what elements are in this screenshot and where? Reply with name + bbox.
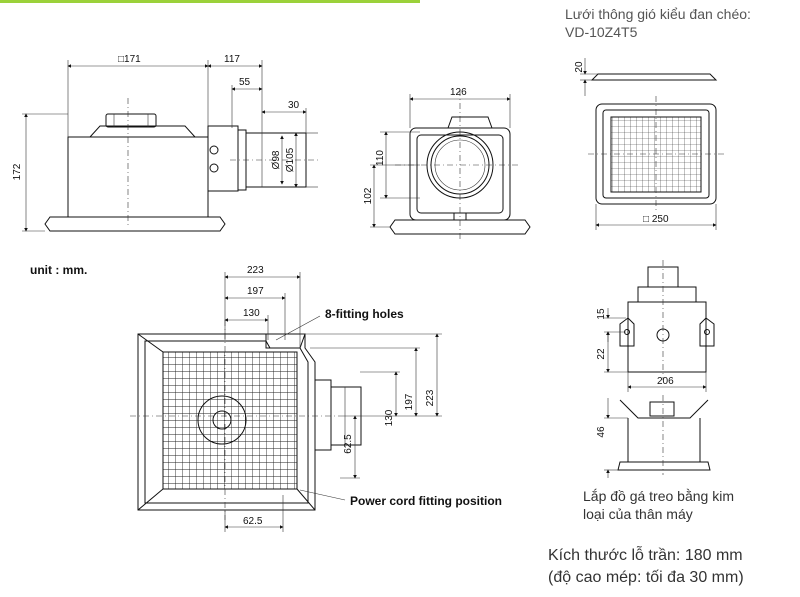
dim-grille-size: □ 250 bbox=[643, 214, 669, 225]
bracket-caption: Lắp đồ gá treo bằng kim loại của thân má… bbox=[583, 488, 734, 523]
dim-bottom-197-h: 197 bbox=[247, 286, 264, 297]
side-view-motor-cap bbox=[105, 113, 157, 128]
side-view-top-plate bbox=[89, 125, 196, 138]
bracket-caption-line1: Lắp đồ gá treo bằng kim bbox=[583, 488, 734, 504]
dim-front-102: 102 bbox=[363, 187, 374, 204]
grille-profile bbox=[590, 73, 718, 81]
dim-side-height: 172 bbox=[12, 163, 23, 180]
bottom-view-mesh bbox=[162, 351, 298, 490]
cutout-caption-line2: (độ cao mép: tối đa 30 mm) bbox=[548, 568, 744, 586]
dim-front-width: 126 bbox=[450, 87, 467, 98]
dim-bottom-223-h: 223 bbox=[247, 265, 264, 276]
accent-line bbox=[0, 0, 420, 3]
side-view: □171 117 55 30 172 Ø98 Ø105 bbox=[12, 54, 318, 232]
dim-side-dia-105: Ø105 bbox=[285, 147, 296, 172]
dim-bracket-22: 22 bbox=[596, 348, 607, 360]
dim-front-110: 110 bbox=[375, 150, 386, 166]
bottom-view: unit : mm. 223 197 130 8-fitting holes bbox=[30, 263, 502, 532]
ceiling-cutout-caption: Kích thước lỗ trần: 180 mm (độ cao mép: … bbox=[548, 545, 744, 588]
unit-label: unit : mm. bbox=[30, 263, 87, 277]
bottom-view-fan bbox=[197, 395, 247, 445]
dim-bottom-130-v: 130 bbox=[384, 409, 395, 426]
bracket-caption-line2: loại của thân máy bbox=[583, 505, 693, 522]
dim-bracket-15: 15 bbox=[596, 308, 607, 320]
power-cord-label: Power cord fitting position bbox=[350, 494, 502, 508]
dim-side-55: 55 bbox=[239, 77, 251, 88]
dim-bottom-130-h: 130 bbox=[243, 308, 260, 319]
dim-bracket-206: 206 bbox=[657, 376, 674, 387]
dim-bracket-46: 46 bbox=[596, 426, 607, 438]
grille-caption-line2: VD-10Z4T5 bbox=[565, 23, 638, 40]
dim-bottom-62-5-v: 62.5 bbox=[343, 434, 354, 454]
front-view: 126 110 102 bbox=[363, 87, 531, 240]
side-view-connector-box bbox=[207, 125, 239, 192]
grille-caption-line1: Lưới thông gió kiểu đan chéo: bbox=[565, 6, 751, 22]
side-view-body bbox=[67, 136, 209, 218]
dim-side-117: 117 bbox=[224, 54, 240, 65]
cutout-caption-line1: Kích thước lỗ trần: 180 mm bbox=[548, 547, 743, 564]
front-view-top bbox=[447, 116, 493, 129]
dim-side-dia-98: Ø98 bbox=[271, 150, 282, 169]
dim-bottom-197-v: 197 bbox=[404, 393, 415, 410]
side-view-flange bbox=[44, 216, 226, 232]
grille-caption: Lưới thông gió kiểu đan chéo: VD-10Z4T5 bbox=[565, 6, 751, 41]
bracket-view: 15 22 206 46 bbox=[596, 260, 715, 478]
bracket-body bbox=[627, 301, 707, 373]
fitting-holes-label: 8-fitting holes bbox=[325, 307, 404, 321]
grille-mesh bbox=[610, 116, 702, 193]
dim-grille-thickness: 20 bbox=[574, 61, 585, 73]
dim-side-30: 30 bbox=[288, 100, 300, 111]
dim-bottom-62-5-h: 62.5 bbox=[243, 516, 263, 527]
grille-view: 20 □ 250 bbox=[574, 58, 724, 230]
dim-bottom-223-v: 223 bbox=[425, 389, 436, 406]
dim-side-width: □171 bbox=[118, 54, 141, 65]
bracket-hanger bbox=[619, 399, 709, 419]
